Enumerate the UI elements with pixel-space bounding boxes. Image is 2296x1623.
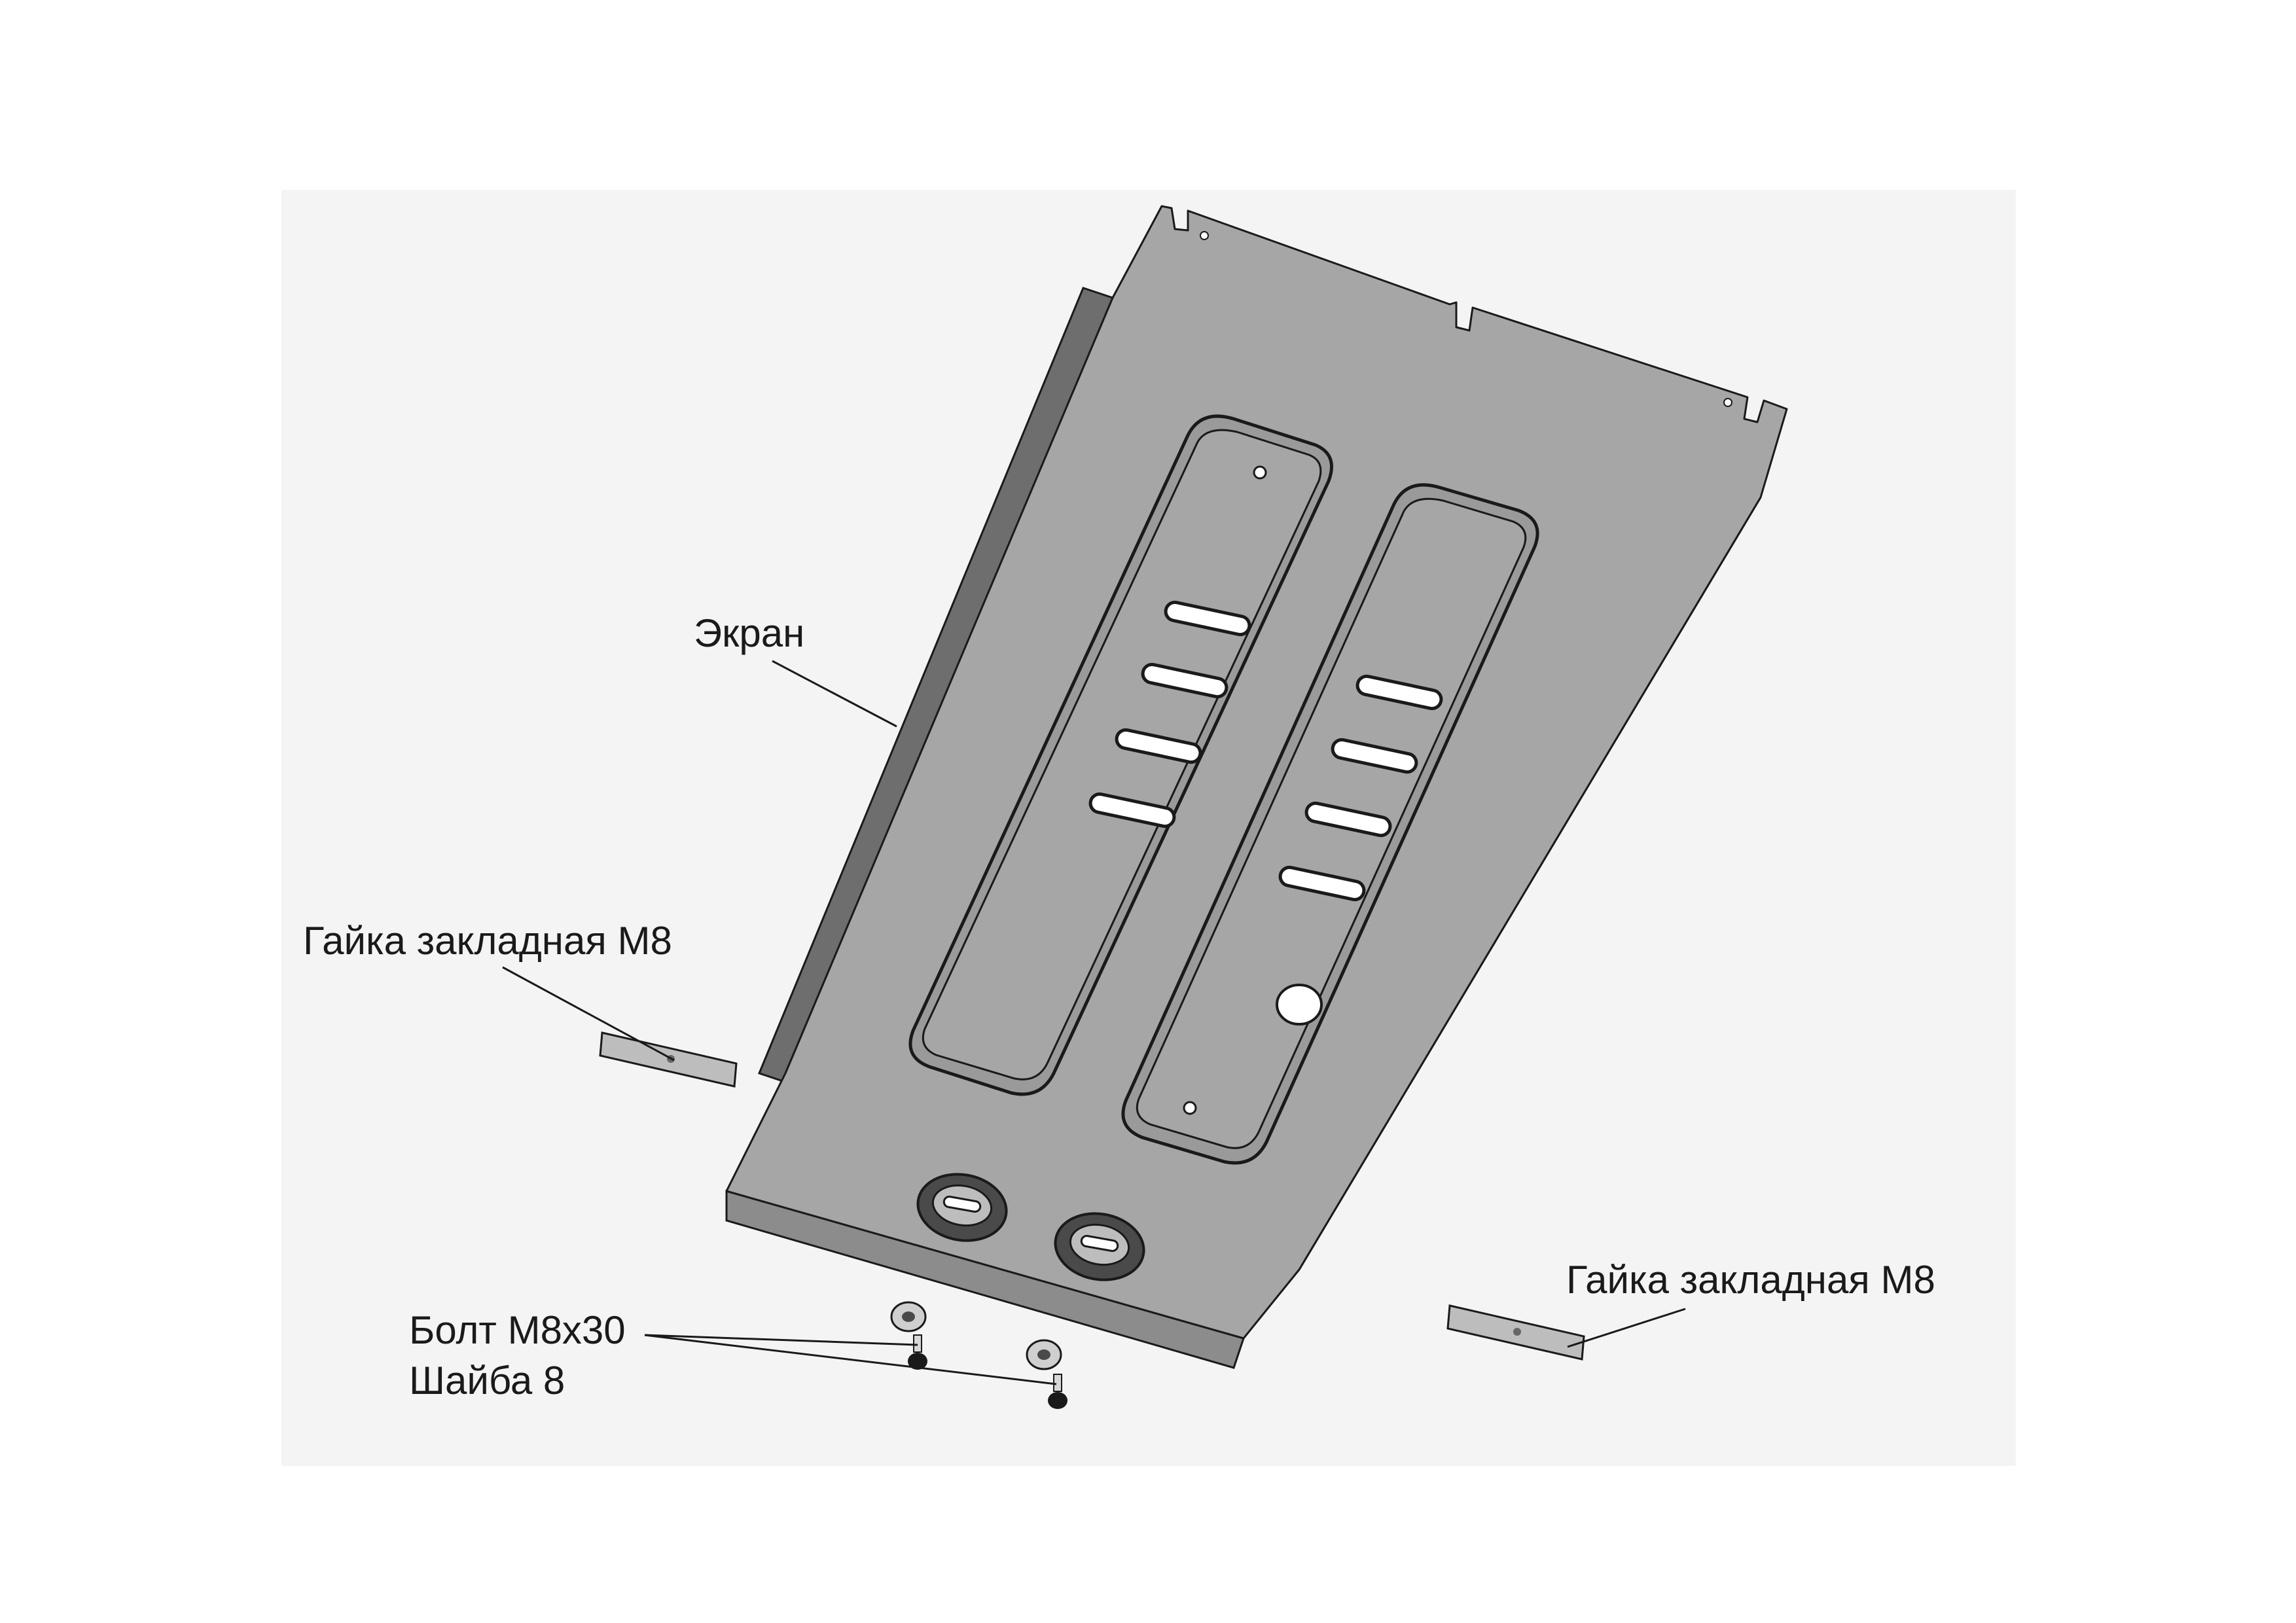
callout-bolt: Болт М8х30 <box>409 1308 626 1352</box>
vent-slot <box>1331 738 1418 774</box>
leader-nut-right <box>1567 1308 1686 1348</box>
vent-slot <box>1088 792 1176 829</box>
vent-slot <box>1164 600 1251 637</box>
mounting-hole <box>1723 398 1732 407</box>
callout-screen: Экран <box>694 611 805 655</box>
vent-slot <box>1304 801 1392 838</box>
vent-slot <box>1115 728 1202 764</box>
right-vent-slots <box>1278 674 1443 902</box>
bolt-right <box>1048 1374 1067 1409</box>
callout-nut-right: Гайка закладная М8 <box>1566 1258 1935 1302</box>
bolt-left <box>908 1334 927 1370</box>
vent-slot <box>1278 865 1366 902</box>
vent-slot <box>1355 674 1443 711</box>
leader-screen <box>772 660 897 728</box>
bolt-pad-right <box>1054 1212 1145 1281</box>
mounting-hole <box>1200 231 1209 240</box>
leader-bolt-1 <box>644 1334 918 1346</box>
leader-lines <box>502 660 1686 1385</box>
washer-left <box>890 1301 927 1332</box>
drain-hole <box>1276 984 1323 1026</box>
callout-washer: Шайба 8 <box>409 1359 565 1402</box>
washer-right <box>1026 1339 1062 1370</box>
left-vent-slots <box>1088 600 1251 829</box>
vent-slot <box>1141 662 1229 699</box>
leader-nut-left <box>502 966 675 1061</box>
left-stiffening-rib-inner <box>922 429 1322 1080</box>
rib-hole <box>1253 465 1267 480</box>
callout-nut-left: Гайка закладная М8 <box>303 919 672 963</box>
bolt-pad-left <box>916 1173 1008 1242</box>
leader-bolt-2 <box>644 1334 1057 1385</box>
embedded-nut-right <box>1446 1304 1585 1361</box>
rib-hole <box>1183 1101 1197 1115</box>
embedded-nut-left <box>599 1031 738 1088</box>
